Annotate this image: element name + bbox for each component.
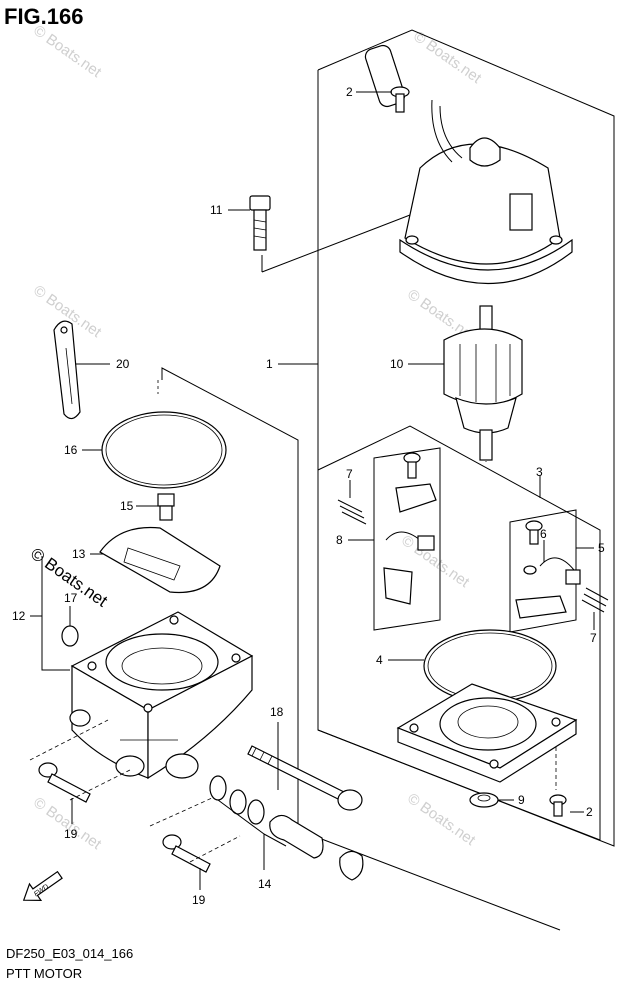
callout-10: 10: [390, 357, 404, 371]
housing-outline: [157, 367, 561, 931]
callout-3: 3: [536, 465, 543, 479]
callout-15: 15: [120, 499, 134, 513]
brush-holder-5: [509, 509, 581, 633]
callout-4: 4: [376, 653, 383, 667]
figure-title: FIG.166: [4, 4, 84, 29]
callout-9: 9: [518, 793, 525, 807]
callout-13: 13: [72, 547, 86, 561]
screw-2-bottom: [549, 794, 567, 817]
assembly-outline: [261, 29, 615, 847]
callout-19: 19: [192, 893, 206, 907]
o-ring-17: [61, 625, 79, 647]
screw-2-top: [390, 86, 410, 113]
washer-9: [469, 792, 499, 808]
callout-18: 18: [270, 705, 284, 719]
bolt-11: [249, 195, 271, 251]
bolt-18: [247, 745, 363, 811]
callout-2: 2: [346, 85, 353, 99]
callouts: 1 2 2 3 4 5 6 7 7 8 9 10 11 12 13 14 15 …: [12, 85, 605, 907]
plate-13: [99, 526, 221, 594]
callout-14: 14: [258, 877, 272, 891]
callout-5: 5: [598, 541, 605, 555]
leader-lines: [29, 91, 595, 890]
o-ring-4: [423, 629, 557, 703]
spring-7-right: [581, 587, 609, 613]
diagram-name: PTT MOTOR: [6, 966, 83, 981]
callout-7: 7: [346, 467, 353, 481]
brush-holder-8: [373, 447, 441, 631]
callout-17: 17: [64, 591, 78, 605]
callout-8: 8: [336, 533, 343, 547]
o-ring-16: [101, 411, 227, 489]
strap-20: [53, 320, 81, 420]
fwd-label: FWD: [33, 883, 50, 898]
seal-set-14: [209, 775, 364, 881]
callout-12: 12: [12, 609, 26, 623]
bolt-19-top: [38, 762, 91, 803]
bolt-19-bottom: [162, 834, 211, 873]
diagram-code: DF250_E03_014_166: [6, 946, 134, 961]
end-plate: [396, 683, 578, 783]
motor-housing: [364, 44, 573, 284]
valve-15: [157, 493, 175, 521]
callout-19: 19: [64, 827, 78, 841]
pump-body-12: [69, 611, 254, 780]
callout-20: 20: [116, 357, 130, 371]
callout-7: 7: [590, 631, 597, 645]
spring-7-left: [337, 499, 367, 525]
callout-2: 2: [586, 805, 593, 819]
callout-16: 16: [64, 443, 78, 457]
armature-10: [443, 305, 523, 461]
callout-11: 11: [210, 203, 223, 217]
callout-1: 1: [266, 357, 273, 371]
callout-6: 6: [540, 527, 547, 541]
fwd-arrow-icon: FWD: [22, 870, 63, 901]
